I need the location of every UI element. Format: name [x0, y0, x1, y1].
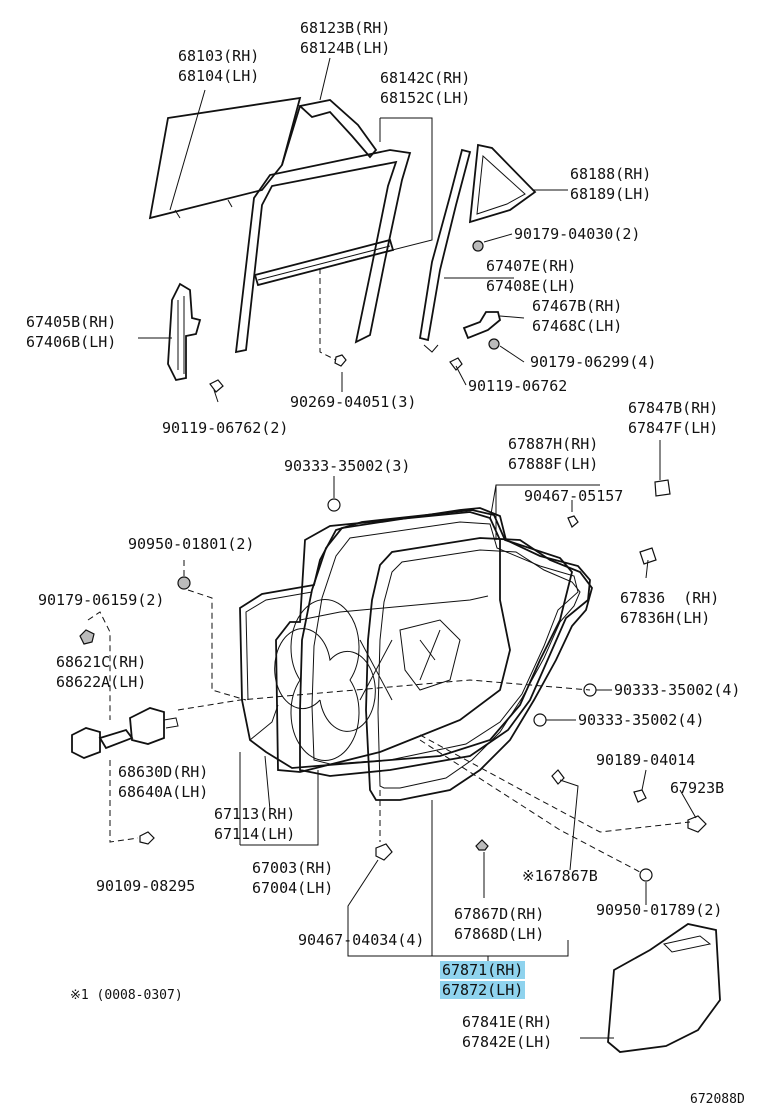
clip-hw	[639, 868, 653, 882]
callout-hole-plug-4a: 90333-35002(4)	[614, 681, 741, 699]
regulator-sketch	[359, 619, 461, 701]
callout-board-871: 67871(RH)67872(LH)	[440, 961, 526, 999]
door-frame-weatherstrip	[299, 507, 591, 777]
callout-bolt-06762-l: 90119-06762(2)	[162, 419, 289, 437]
cover-hw	[654, 479, 671, 497]
callout-moulding-d: 67867D(RH)67868D(LH)	[454, 905, 545, 943]
callout-channel: 68123B(RH)68124B(LH)	[300, 19, 391, 57]
clip-hw	[551, 769, 565, 785]
callout-door-panel: 67003(RH)67004(LH)	[252, 859, 334, 897]
callout-clip-04051: 90269-04051(3)	[290, 393, 417, 411]
quarter-glass	[468, 143, 537, 224]
bracket-hw	[687, 815, 707, 833]
glass-run-channel	[281, 99, 378, 166]
clip-hw	[334, 354, 347, 367]
bolt-hw	[449, 357, 463, 371]
bolt-hw	[209, 379, 224, 393]
callout-nut-06299: 90179-06299(4)	[530, 353, 657, 371]
callout-bracket-923b: 67923B	[670, 779, 725, 797]
door-hinge	[71, 707, 179, 759]
nut-hw	[472, 240, 484, 252]
door-trim-board	[607, 923, 721, 1053]
callout-run-e: 67407E(RH)67408E(LH)	[486, 257, 577, 295]
callout-bolt-06762-r: 90119-06762	[468, 377, 568, 395]
door-inner-panel	[274, 511, 511, 773]
window-frame-weatherstrip	[234, 149, 412, 354]
run-bracket	[462, 311, 502, 340]
callout-trim-e: 67841E(RH)67842E(LH)	[462, 1013, 553, 1051]
callout-bracket-b: 67467B(RH)67468C(LH)	[532, 297, 623, 335]
callout-nut-04030: 90179-04030(2)	[514, 225, 641, 243]
bolt-hw	[139, 831, 155, 845]
clip-hw	[567, 515, 579, 528]
door-glass	[148, 96, 302, 220]
clip-hw	[475, 839, 489, 851]
callout-note-867b: ※167867B	[522, 867, 598, 885]
figure-id: 672088D	[690, 1092, 745, 1107]
hole-plug-hw	[327, 498, 341, 512]
callout-hole-plug-3: 90333-35002(3)	[284, 457, 411, 475]
callout-run-b: 67405B(RH)67406B(LH)	[26, 313, 117, 351]
nut-hw	[488, 338, 500, 350]
footnote: ※1 (0008-0307)	[70, 988, 183, 1003]
callout-glass: 68103(RH)68104(LH)	[178, 47, 260, 85]
callout-hinge-d: 68630D(RH)68640A(LH)	[118, 763, 209, 801]
door-opening-weatherstrip	[365, 537, 593, 801]
screw-hw	[633, 789, 647, 803]
callout-clip-05157: 90467-05157	[524, 487, 624, 505]
callout-weatherstrip-c: 68142C(RH)68152C(LH)	[380, 69, 471, 107]
callout-clip-01789: 90950-01789(2)	[596, 901, 723, 919]
nut-hw	[177, 576, 191, 590]
clip-hw	[375, 843, 393, 861]
callout-hole-plug-4b: 90333-35002(4)	[578, 711, 705, 729]
callout-quarter-glass: 68188(RH)68189(LH)	[570, 165, 652, 203]
callout-cover-67836: 67836 (RH)67836H(LH)	[620, 589, 720, 627]
callout-clip-04034: 90467-04034(4)	[298, 931, 425, 949]
front-run-channel	[167, 282, 202, 382]
callout-nut-01801: 90950-01801(2)	[128, 535, 255, 553]
door-outer-panel	[239, 509, 573, 769]
callout-screw-04014: 90189-04014	[596, 751, 696, 769]
callout-cover-b: 67847B(RH)67847F(LH)	[628, 399, 719, 437]
callout-bolt-08295: 90109-08295	[96, 877, 196, 895]
cover-hw	[639, 547, 657, 565]
callout-weatherstrip-113: 67113(RH)67114(LH)	[214, 805, 296, 843]
callout-check-c: 68621C(RH)68622A(LH)	[56, 653, 147, 691]
callout-weatherstrip-h: 67887H(RH)67888F(LH)	[508, 435, 599, 473]
hole-plug-hw	[533, 713, 547, 727]
rear-run-channel	[418, 148, 472, 353]
callout-nut-06159: 90179-06159(2)	[38, 591, 165, 609]
nut-hw	[79, 629, 95, 645]
